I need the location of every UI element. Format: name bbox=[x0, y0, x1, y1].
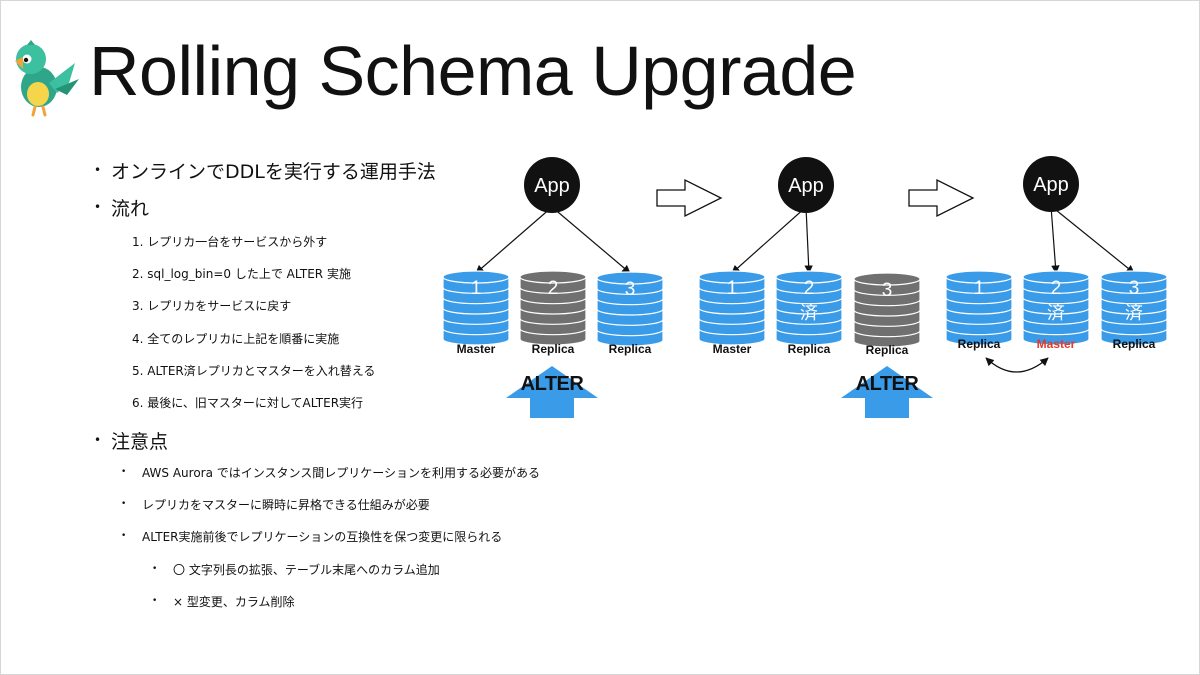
connection-arrow bbox=[551, 206, 631, 274]
page-title: Rolling Schema Upgrade bbox=[89, 32, 857, 110]
step-item: 4. 全てのレプリカに上記を順番に実施 bbox=[132, 332, 340, 346]
transition-arrow bbox=[908, 178, 975, 218]
database-icon: 1 bbox=[698, 270, 766, 346]
alter-arrow bbox=[841, 366, 933, 418]
database-number: 3 bbox=[882, 280, 893, 301]
database-top bbox=[1022, 270, 1090, 284]
database-number: 2 bbox=[804, 278, 815, 299]
transition-arrow bbox=[656, 178, 723, 218]
database-role-label: Replica bbox=[788, 342, 831, 356]
swap-arrow bbox=[985, 357, 1049, 373]
database-icon: 2 bbox=[519, 270, 587, 346]
step-item: 6. 最後に、旧マスターに対してALTER実行 bbox=[132, 396, 364, 410]
note-item: AWS Aurora ではインスタンス間レプリケーションを利用する必要がある bbox=[142, 466, 541, 480]
database-top bbox=[596, 271, 664, 285]
bullet-caveats: 注意点 bbox=[111, 431, 169, 453]
bullet-dot: • bbox=[94, 200, 102, 214]
bullet-dot: • bbox=[152, 564, 158, 574]
app-node bbox=[524, 157, 580, 213]
database-role-label: Replica bbox=[1113, 337, 1156, 351]
database-top bbox=[519, 270, 587, 284]
bullet-dot: • bbox=[152, 596, 158, 606]
connection-arrow bbox=[1050, 205, 1060, 274]
database-icon: 3 bbox=[596, 271, 664, 347]
alter-label: ALTER bbox=[856, 373, 920, 395]
step-item: 1. レプリカ一台をサービスから外す bbox=[132, 235, 328, 249]
database-icon: 3 bbox=[853, 272, 921, 348]
alter-label: ALTER bbox=[521, 373, 585, 395]
database-top bbox=[698, 270, 766, 284]
alter-arrow bbox=[506, 366, 598, 418]
database-number: 2 bbox=[1051, 278, 1062, 299]
bullet-online-ddl: オンラインでDDLを実行する運用手法 bbox=[111, 161, 436, 183]
subnote-item: × 型変更、カラム削除 bbox=[173, 595, 295, 609]
database-icon: 1 bbox=[945, 270, 1013, 346]
app-label: App bbox=[1033, 174, 1069, 196]
database-role-label: Replica bbox=[532, 342, 575, 356]
database-role-label: Replica bbox=[958, 337, 1001, 351]
database-top bbox=[775, 270, 843, 284]
bird-mascot-icon bbox=[15, 40, 79, 117]
database-role-label: Master bbox=[713, 342, 752, 356]
database-icon: 2済 bbox=[775, 270, 843, 346]
note-item: ALTER実施前後でレプリケーションの互換性を保つ変更に限られる bbox=[142, 530, 503, 544]
done-mark: 済 bbox=[1125, 303, 1143, 324]
bullet-flow: 流れ bbox=[111, 198, 150, 220]
connection-arrow bbox=[731, 206, 807, 274]
database-number: 2 bbox=[548, 278, 559, 299]
database-top bbox=[442, 270, 510, 284]
app-node bbox=[778, 157, 834, 213]
database-role-label: Replica bbox=[609, 342, 652, 356]
database-role-label: Master bbox=[457, 342, 496, 356]
done-mark: 済 bbox=[800, 303, 818, 324]
database-role-label: Replica bbox=[866, 343, 909, 357]
database-number: 3 bbox=[625, 279, 636, 300]
bullet-dot: • bbox=[94, 163, 102, 177]
bullet-dot: • bbox=[121, 467, 127, 477]
connection-arrow bbox=[804, 206, 813, 274]
database-icon: 1 bbox=[442, 270, 510, 346]
app-label: App bbox=[534, 175, 570, 197]
bullet-dot: • bbox=[94, 433, 102, 447]
database-number: 1 bbox=[974, 278, 985, 299]
step-item: 5. ALTER済レプリカとマスターを入れ替える bbox=[132, 364, 376, 378]
app-node bbox=[1023, 156, 1079, 212]
note-item: レプリカをマスターに瞬時に昇格できる仕組みが必要 bbox=[142, 498, 430, 512]
database-top bbox=[1100, 270, 1168, 284]
app-label: App bbox=[788, 175, 824, 197]
database-number: 1 bbox=[471, 278, 482, 299]
database-top bbox=[945, 270, 1013, 284]
subnote-item: 〇 文字列長の拡張、テーブル末尾へのカラム追加 bbox=[173, 563, 440, 577]
database-role-label: Master bbox=[1037, 337, 1076, 351]
database-icon: 2済 bbox=[1022, 270, 1090, 346]
database-icon: 3済 bbox=[1100, 270, 1168, 346]
done-mark: 済 bbox=[1047, 303, 1065, 324]
database-number: 3 bbox=[1129, 278, 1140, 299]
bullet-dot: • bbox=[121, 531, 127, 541]
step-item: 2. sql_log_bin=0 した上で ALTER 実施 bbox=[132, 267, 351, 281]
connection-arrow bbox=[1050, 205, 1135, 274]
step-item: 3. レプリカをサービスに戻す bbox=[132, 299, 292, 313]
database-top bbox=[853, 272, 921, 286]
connection-arrow bbox=[475, 206, 553, 274]
database-number: 1 bbox=[727, 278, 738, 299]
bullet-dot: • bbox=[121, 499, 127, 509]
